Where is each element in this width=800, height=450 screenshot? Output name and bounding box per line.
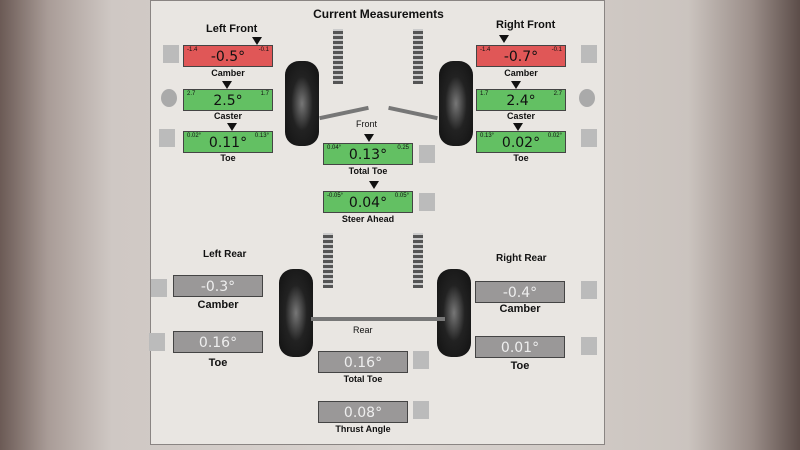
- rf-toe-gauge[interactable]: 0.13° 0.02° 0.02°: [476, 131, 566, 153]
- gauge-max: 0.05°: [394, 193, 409, 199]
- gauge-value: 0.01°: [500, 340, 540, 356]
- left-front-control-arm: [319, 105, 369, 121]
- rear-label: Rear: [353, 325, 373, 335]
- gauge-value: 0.16°: [343, 355, 383, 371]
- rf-camber-gauge[interactable]: -1.4 -0.1 -0.7°: [476, 45, 566, 67]
- lf-caster-label: Caster: [213, 111, 242, 121]
- arrow-down-icon: [222, 81, 232, 89]
- left-front-header: Left Front: [206, 23, 258, 35]
- gauge-value: -0.5°: [210, 49, 246, 65]
- arrow-down-icon: [511, 81, 521, 89]
- gauge-min: -1.4: [480, 47, 491, 53]
- gauge-max: 0.25: [397, 145, 409, 151]
- arrow-down-icon: [227, 123, 237, 131]
- rr-toe-label: Toe: [510, 360, 530, 372]
- gauge-min: 1.7: [480, 91, 489, 97]
- right-rear-wheel: [437, 269, 471, 357]
- gauge-value: -0.4°: [502, 285, 538, 301]
- gauge-max: -0.1: [551, 47, 562, 53]
- rf-caster-label: Caster: [506, 111, 535, 121]
- gauge-value: -0.3°: [200, 279, 236, 295]
- rr-toe-gauge[interactable]: 0.01°: [475, 336, 565, 358]
- camber-icon: [163, 45, 179, 63]
- camber-icon: [581, 281, 597, 299]
- rf-camber-label: Camber: [504, 68, 538, 78]
- gauge-min: 2.7: [187, 91, 196, 97]
- gauge-value: 0.16°: [198, 335, 238, 351]
- arrow-down-icon: [364, 134, 374, 142]
- total-toe-icon: [419, 145, 435, 163]
- lf-toe-gauge[interactable]: 0.02° 0.13° 0.11°: [183, 131, 273, 153]
- gauge-max: 1.7: [260, 91, 269, 97]
- gauge-min: -1.4: [187, 47, 198, 53]
- right-front-wheel: [439, 61, 473, 146]
- right-front-strut: [413, 29, 423, 84]
- measurement-sheet: Current Measurements Left Front Right Fr…: [149, 0, 605, 445]
- toe-icon: [581, 129, 597, 147]
- arrow-down-icon: [252, 37, 262, 45]
- gauge-value: 2.5°: [213, 93, 243, 109]
- lr-toe-label: Toe: [208, 357, 228, 369]
- rear-axle: [311, 317, 445, 321]
- right-front-header: Right Front: [496, 19, 556, 31]
- arrow-down-icon: [513, 123, 523, 131]
- caster-icon: [161, 89, 177, 107]
- rr-camber-label: Camber: [499, 303, 541, 315]
- rf-caster-gauge[interactable]: 1.7 2.7 2.4°: [476, 89, 566, 111]
- right-front-control-arm: [388, 105, 438, 121]
- thrust-angle-icon: [413, 401, 429, 419]
- gauge-min: -0.05°: [327, 193, 344, 199]
- camber-icon: [581, 45, 597, 63]
- toe-icon: [159, 129, 175, 147]
- left-rear-strut: [323, 233, 333, 288]
- gauge-max: 0.13°: [254, 133, 269, 139]
- gauge-min: 0.13°: [480, 133, 495, 139]
- gauge-max: 0.02°: [547, 133, 562, 139]
- rear-total-toe-label: Total Toe: [343, 374, 383, 384]
- rr-camber-gauge[interactable]: -0.4°: [475, 281, 565, 303]
- front-total-toe-gauge[interactable]: 0.04° 0.25 0.13°: [323, 143, 413, 165]
- right-rear-header: Right Rear: [496, 253, 547, 264]
- rear-total-toe-gauge[interactable]: 0.16°: [318, 351, 408, 373]
- thrust-angle-label: Thrust Angle: [335, 424, 391, 434]
- steer-ahead-icon: [419, 193, 435, 211]
- gauge-value: 0.11°: [208, 135, 248, 151]
- gauge-value: 2.4°: [506, 93, 536, 109]
- arrow-down-icon: [499, 35, 509, 43]
- caster-icon: [579, 89, 595, 107]
- lr-camber-label: Camber: [197, 299, 239, 311]
- left-front-strut: [333, 29, 343, 84]
- lf-camber-gauge[interactable]: -1.4 -0.1 -0.5°: [183, 45, 273, 67]
- gauge-value: 0.13°: [348, 147, 388, 163]
- lf-caster-gauge[interactable]: 2.7 1.7 2.5°: [183, 89, 273, 111]
- lr-toe-gauge[interactable]: 0.16°: [173, 331, 263, 353]
- gauge-value: -0.7°: [503, 49, 539, 65]
- lf-camber-label: Camber: [211, 68, 245, 78]
- steer-ahead-gauge[interactable]: -0.05° 0.05° 0.04°: [323, 191, 413, 213]
- toe-icon: [581, 337, 597, 355]
- front-label: Front: [356, 119, 378, 129]
- page-title: Current Measurements: [313, 7, 444, 21]
- steer-ahead-label: Steer Ahead: [341, 214, 395, 224]
- rf-toe-label: Toe: [513, 153, 529, 163]
- gauge-max: 2.7: [553, 91, 562, 97]
- gauge-value: 0.08°: [343, 405, 383, 421]
- toe-icon: [149, 333, 165, 351]
- gauge-value: 0.04°: [348, 195, 388, 211]
- left-rear-wheel: [279, 269, 313, 357]
- gauge-min: 0.04°: [327, 145, 342, 151]
- gauge-min: 0.02°: [187, 133, 202, 139]
- camber-icon: [151, 279, 167, 297]
- gauge-value: 0.02°: [501, 135, 541, 151]
- lf-toe-label: Toe: [220, 153, 236, 163]
- arrow-down-icon: [369, 181, 379, 189]
- right-rear-strut: [413, 233, 423, 288]
- front-total-toe-label: Total Toe: [348, 166, 388, 176]
- gauge-max: -0.1: [258, 47, 269, 53]
- thrust-angle-gauge[interactable]: 0.08°: [318, 401, 408, 423]
- lr-camber-gauge[interactable]: -0.3°: [173, 275, 263, 297]
- left-front-wheel: [285, 61, 319, 146]
- total-toe-icon: [413, 351, 429, 369]
- left-rear-header: Left Rear: [203, 249, 247, 260]
